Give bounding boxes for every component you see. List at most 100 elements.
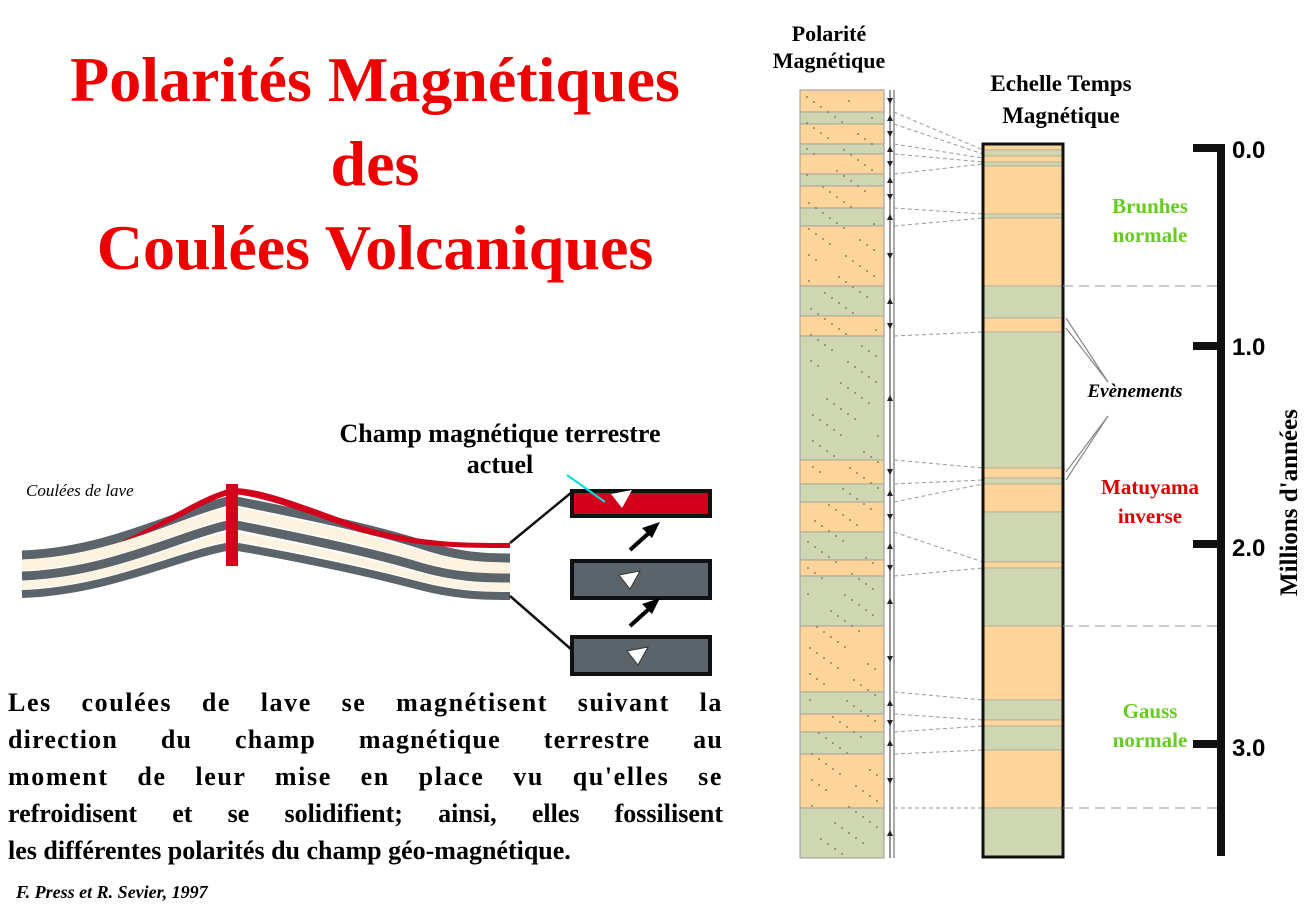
- time-scale-band: [982, 561, 1064, 569]
- time-scale-band: [982, 285, 1064, 319]
- texture-dot: [843, 227, 845, 229]
- polarity-layer: [799, 559, 885, 577]
- time-scale-band: [982, 477, 1064, 485]
- texture-dot: [815, 233, 817, 235]
- texture-dot: [807, 593, 809, 595]
- polarity-column-header: Polarité Magnétique: [766, 20, 892, 74]
- texture-dot: [853, 679, 855, 681]
- texture-dot: [831, 323, 833, 325]
- polarity-layer: [799, 483, 885, 503]
- texture-dot: [874, 694, 876, 696]
- polarity-arrow: [887, 740, 893, 746]
- events-label: Evènements: [1087, 381, 1183, 402]
- texture-dot: [839, 721, 841, 723]
- polarity-arrow: [887, 720, 893, 726]
- texture-dot: [820, 106, 822, 108]
- brunhes-chron-label: Brunhes normale: [1070, 192, 1230, 250]
- texture-dot: [814, 546, 816, 548]
- paragraph-line-3: moment de leur mise en place vu qu'elles…: [8, 762, 723, 791]
- texture-dot: [848, 100, 850, 102]
- texture-dot: [808, 280, 810, 282]
- texture-dot: [859, 291, 861, 293]
- texture-dot: [824, 344, 826, 346]
- texture-dot: [865, 583, 867, 585]
- texture-dot: [833, 403, 835, 405]
- texture-dot: [863, 451, 865, 453]
- texture-dot: [830, 662, 832, 664]
- texture-dot: [853, 731, 855, 733]
- texture-dot: [828, 504, 830, 506]
- correlation-line: [893, 459, 984, 469]
- texture-dot: [862, 816, 864, 818]
- polarity-layer: [799, 501, 885, 533]
- texture-dot: [809, 647, 811, 649]
- correlation-line: [893, 331, 984, 337]
- polarity-arrow: [887, 490, 893, 496]
- texture-dot: [823, 683, 825, 685]
- texture-dot: [812, 414, 814, 416]
- texture-dot: [859, 265, 861, 267]
- texture-dot: [844, 620, 846, 622]
- texture-dot: [835, 535, 837, 537]
- texture-dot: [852, 312, 854, 314]
- texture-dot: [832, 716, 834, 718]
- gauss-name: Gauss: [1122, 699, 1178, 723]
- brunhes-polarity: normale: [1112, 223, 1188, 247]
- texture-dot: [809, 699, 811, 701]
- tick-1: [1193, 342, 1225, 350]
- texture-dot: [860, 710, 862, 712]
- texture-dot: [818, 758, 820, 760]
- texture-dot: [829, 243, 831, 245]
- polarity-arrow: [887, 469, 893, 475]
- texture-dot: [846, 726, 848, 728]
- age-tick-0: 0.0: [1232, 137, 1266, 164]
- texture-dot: [855, 785, 857, 787]
- time-scale-band: [982, 567, 1064, 627]
- texture-dot: [854, 366, 856, 368]
- texture-dot: [851, 573, 853, 575]
- texture-dot: [867, 689, 869, 691]
- title-line-1: Polarités Magnétiques: [70, 44, 680, 115]
- texture-dot: [841, 121, 843, 123]
- texture-dot: [845, 255, 847, 257]
- time-scale-band: [982, 725, 1064, 751]
- polarity-layer: [799, 459, 885, 485]
- texture-dot: [869, 769, 871, 771]
- texture-dot: [812, 440, 814, 442]
- polarity-arrow: [887, 700, 893, 706]
- texture-dot: [848, 806, 850, 808]
- texture-dot: [842, 540, 844, 542]
- texture-dot: [810, 360, 812, 362]
- polarity-layer: [799, 731, 885, 755]
- texture-dot: [844, 646, 846, 648]
- chron-boundaries: [1063, 285, 1220, 809]
- texture-dot: [817, 365, 819, 367]
- texture-dot: [814, 520, 816, 522]
- paragraph-line-4: refroidisent et se solidifient; ainsi, e…: [8, 799, 723, 828]
- polarity-layer: [799, 285, 885, 317]
- texture-dot: [836, 170, 838, 172]
- correlation-line: [893, 483, 984, 503]
- polarity-arrow: [887, 146, 893, 152]
- polarity-arrow: [887, 598, 893, 604]
- texture-dot: [842, 488, 844, 490]
- texture-dot: [813, 101, 815, 103]
- texture-dot: [866, 270, 868, 272]
- polarity-column-stack: [799, 89, 885, 859]
- texture-dot: [855, 811, 857, 813]
- polarity-layer: [799, 185, 885, 209]
- texture-dot: [864, 138, 866, 140]
- current-field-label-line-1: Champ magnétique terrestre: [339, 419, 661, 448]
- current-flow-sample: [570, 489, 712, 518]
- texture-dot: [843, 201, 845, 203]
- polarity-layer: [799, 807, 885, 859]
- polarity-layer: [799, 207, 885, 227]
- texture-dot: [860, 684, 862, 686]
- texture-dot: [858, 630, 860, 632]
- age-axis: [1193, 144, 1225, 856]
- texture-dot: [825, 789, 827, 791]
- time-scale-band: [982, 625, 1064, 701]
- texture-dot: [823, 657, 825, 659]
- polarity-arrow: [887, 323, 893, 329]
- time-scale-band: [982, 719, 1064, 727]
